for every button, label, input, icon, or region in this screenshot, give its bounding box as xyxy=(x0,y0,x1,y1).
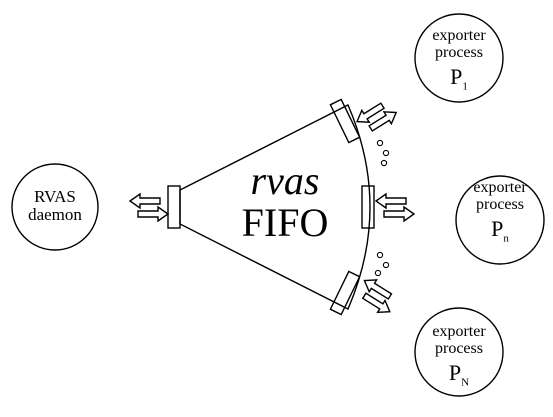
exporter-N-pid: PN xyxy=(419,361,499,389)
exporter-n-pid-sub: n xyxy=(503,232,509,244)
exporter-N-line1: exporter xyxy=(419,324,499,341)
exporter-N-pid-letter: P xyxy=(449,360,461,385)
fifo-output-port-n xyxy=(362,186,374,228)
arrow-fifo-pn xyxy=(376,194,414,221)
exporter-n-line2: process xyxy=(460,197,540,214)
exporter-1-line1: exporter xyxy=(419,28,499,45)
arrow-daemon-fifo xyxy=(130,194,168,221)
fifo-input-port xyxy=(168,186,180,228)
fifo-label-line1: rvas xyxy=(215,160,355,202)
exporter-N-pid-sub: N xyxy=(461,376,469,388)
fifo-label: rvas FIFO xyxy=(215,160,355,244)
exporter-1-pid-sub: 1 xyxy=(462,80,468,92)
exporter-n-pid-letter: P xyxy=(491,216,503,241)
arrow-fifo-p1 xyxy=(353,96,400,139)
exporter-1-pid-letter: P xyxy=(450,64,462,89)
exporter-1-line2: process xyxy=(419,45,499,62)
daemon-label-line2: daemon xyxy=(20,206,90,224)
daemon-label: RVAS daemon xyxy=(20,188,90,224)
fifo-output-port-N xyxy=(330,271,359,314)
exporter-label-n: exporter process Pn xyxy=(460,180,540,245)
exporter-n-pid: Pn xyxy=(460,217,540,245)
exporter-label-1: exporter process P1 xyxy=(419,28,499,93)
fifo-output-port-1 xyxy=(330,99,359,142)
exporter-label-N: exporter process PN xyxy=(419,324,499,389)
exporter-1-pid: P1 xyxy=(419,65,499,93)
fifo-label-line2: FIFO xyxy=(215,202,355,244)
exporter-n-line1: exporter xyxy=(460,180,540,197)
daemon-label-line1: RVAS xyxy=(20,188,90,206)
ellipsis-dots-lower xyxy=(375,252,388,275)
ellipsis-dots-upper xyxy=(377,140,388,165)
arrow-fifo-pN xyxy=(354,275,401,318)
exporter-N-line2: process xyxy=(419,341,499,358)
